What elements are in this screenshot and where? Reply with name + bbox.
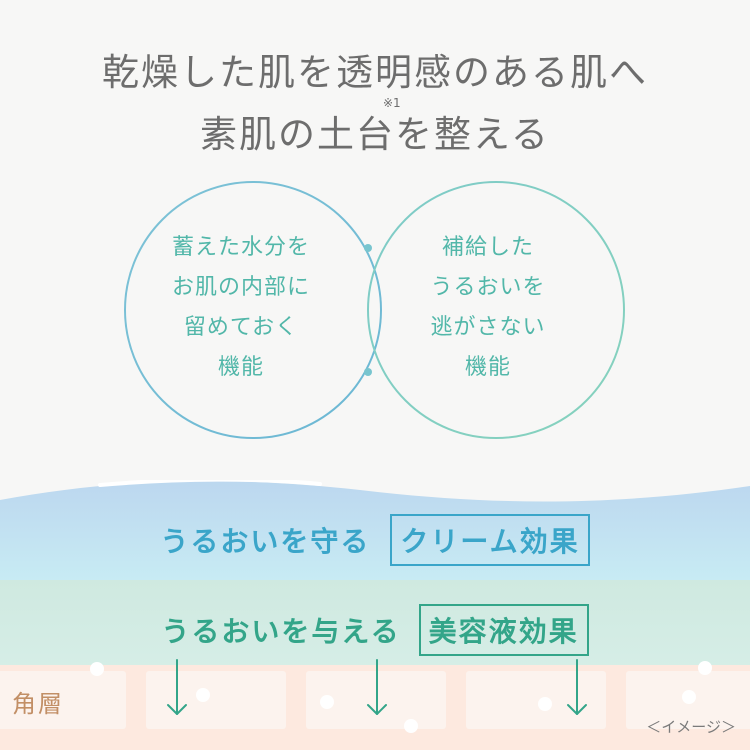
moisture-dot	[196, 688, 210, 702]
moisture-dot	[538, 697, 552, 711]
down-arrow-icon	[567, 659, 587, 715]
cream-highlight	[98, 480, 322, 487]
image-note: ＜イメージ＞	[646, 718, 736, 736]
venn-intersection-dot-bottom	[364, 368, 372, 376]
venn-intersection-dot-top	[364, 244, 372, 252]
moisture-dot	[682, 690, 696, 704]
skin-cell	[466, 671, 606, 729]
cream-label: うるおいを守る	[160, 525, 371, 558]
headline-line1: 乾燥した肌を透明感のある肌へ	[102, 51, 648, 94]
moisture-dot	[698, 661, 712, 675]
serum-effect-box: 美容液効果	[418, 604, 589, 656]
cream-layer-band	[0, 480, 750, 584]
down-arrow-icon	[367, 659, 387, 715]
cream-effect-row: うるおいを守る クリーム効果	[0, 514, 750, 566]
venn-diagram	[124, 181, 625, 439]
moisture-dot	[404, 719, 418, 733]
skin-cell	[146, 671, 286, 729]
serum-effect-row: うるおいを与える 美容液効果	[0, 604, 750, 656]
venn-left-line: 機能	[217, 355, 264, 380]
venn-right-line: 補給した	[441, 235, 534, 260]
skin-cell	[0, 671, 126, 729]
footnote-mark: ※1	[383, 96, 401, 110]
venn-left-line: 留めておく	[183, 315, 299, 340]
moisture-dot	[90, 662, 104, 676]
cream-effect-box: クリーム効果	[390, 514, 590, 566]
moisture-dot	[320, 695, 334, 709]
headline-line2: 素肌の土台を整える	[200, 113, 550, 156]
venn-right-circle	[367, 181, 625, 439]
venn-right-text: 補給した うるおいを 逃がさない 機能	[378, 228, 598, 388]
venn-left-text: 蓄えた水分を お肌の内部に 留めておく 機能	[131, 228, 351, 388]
down-arrow-icon	[167, 659, 187, 715]
stratum-corneum-label: 角層	[12, 690, 64, 718]
venn-left-circle	[124, 181, 382, 439]
venn-right-line: 機能	[464, 355, 511, 380]
serum-label: うるおいを与える	[161, 615, 401, 648]
venn-right-line: うるおいを	[430, 275, 546, 300]
venn-left-line: 蓄えた水分を	[171, 235, 310, 260]
serum-layer-band	[0, 580, 750, 672]
venn-left-line: お肌の内部に	[171, 275, 310, 300]
venn-right-line: 逃がさない	[430, 315, 546, 340]
